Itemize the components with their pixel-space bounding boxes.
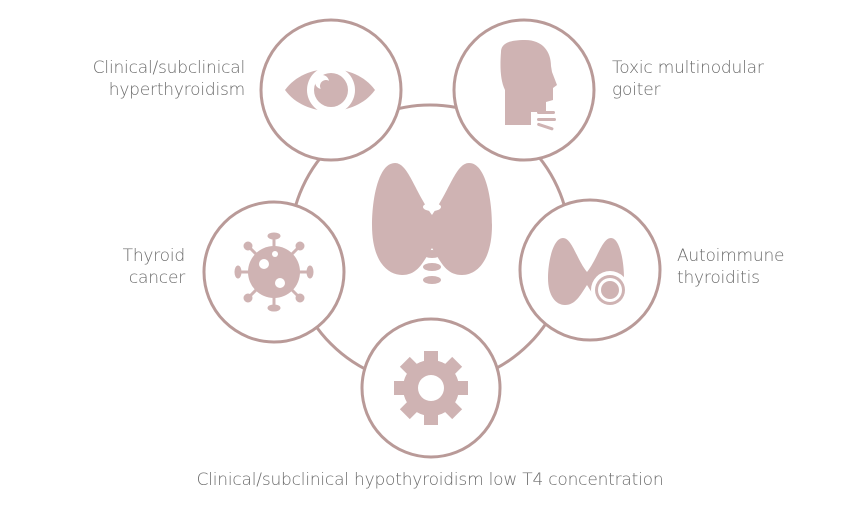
label-toxic-goiter: Toxic multinodular goiter — [612, 57, 832, 101]
label-line: thyroiditis — [677, 268, 760, 288]
eye-icon — [285, 66, 375, 114]
thyroid-icon — [372, 163, 492, 284]
label-thyroid-cancer: Thyroid cancer — [60, 245, 186, 289]
label-hyperthyroidism: Clinical/subclinical hyperthyroidism — [40, 57, 245, 101]
label-line: Autoimmune — [677, 246, 785, 266]
label-line: cancer — [128, 268, 185, 288]
thyroid-target-icon — [548, 238, 629, 309]
head-speaking-icon — [500, 40, 557, 131]
label-line: Clinical/subclinical — [92, 58, 245, 78]
label-line: Toxic multinodular — [612, 58, 764, 78]
label-autoimmune-thyroiditis: Autoimmune thyroiditis — [677, 245, 847, 289]
label-line: hyperthyroidism — [108, 80, 245, 100]
label-hypothyroidism: Clinical/subclinical hypothyroidism low … — [196, 470, 664, 490]
gear-icon — [394, 351, 468, 425]
label-line: goiter — [612, 80, 661, 100]
label-line: Thyroid — [122, 246, 186, 266]
virus-icon — [234, 232, 314, 312]
